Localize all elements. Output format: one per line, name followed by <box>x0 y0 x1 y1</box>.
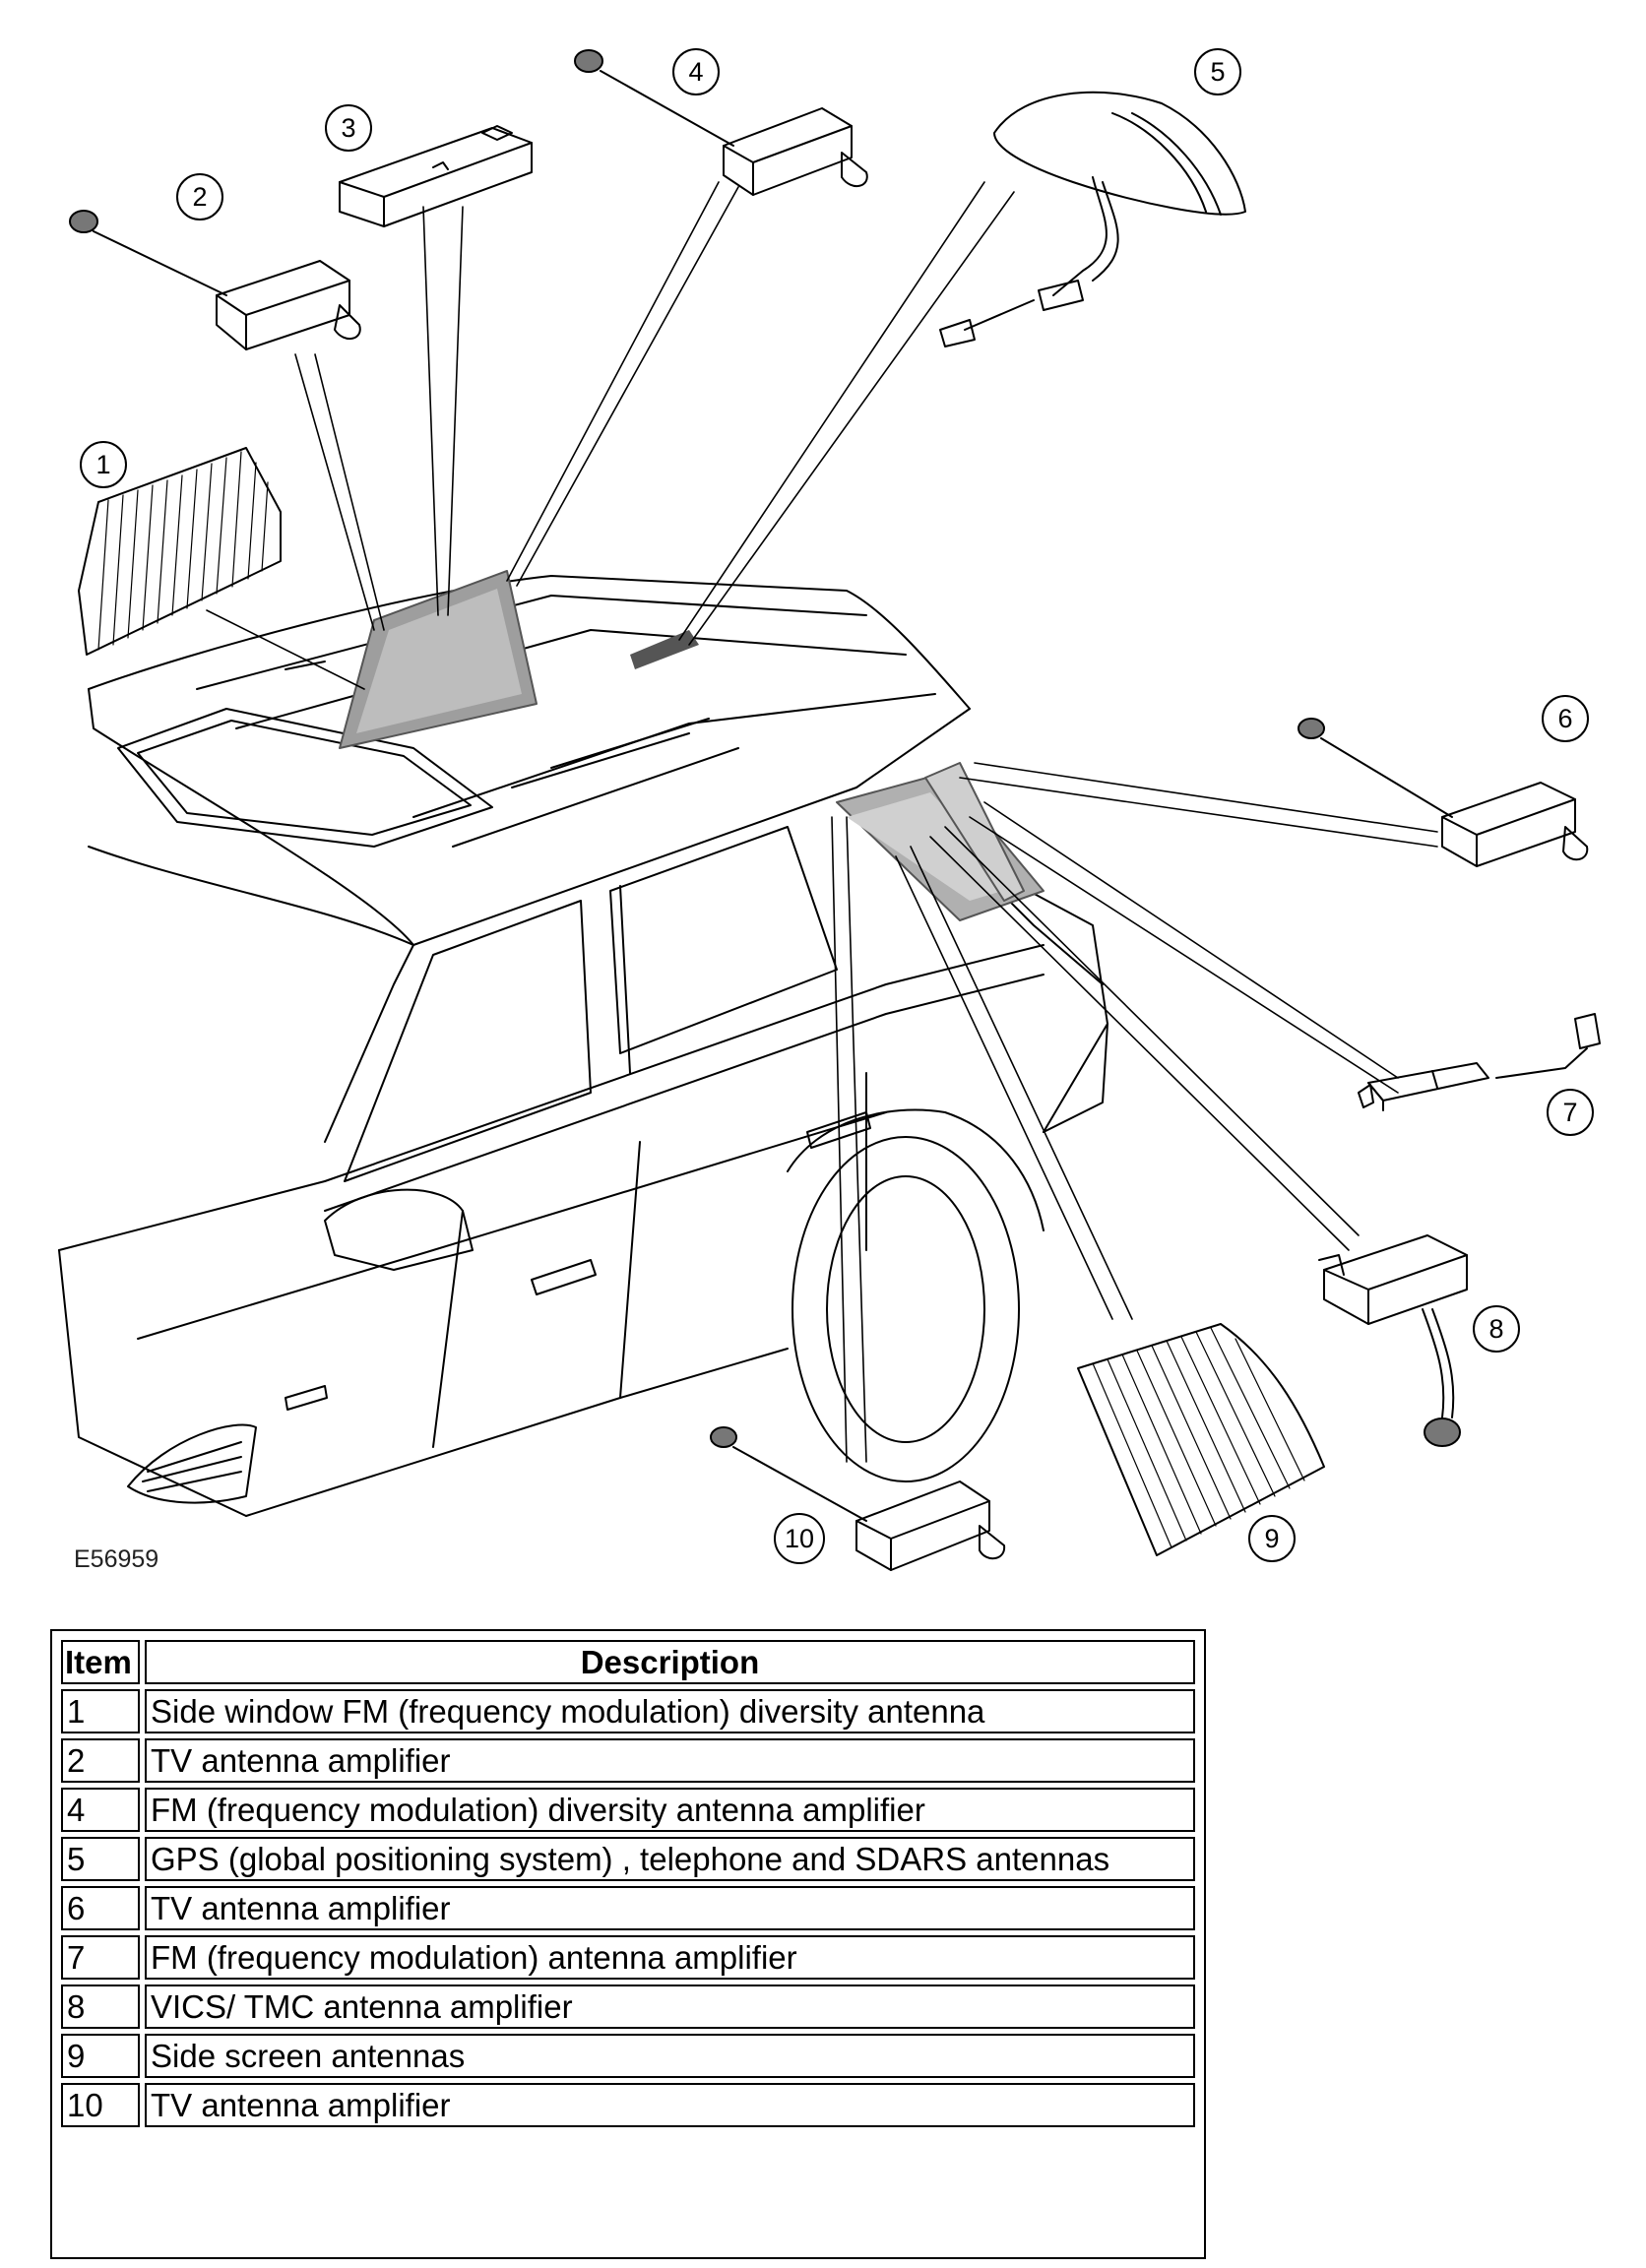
callout-7: 7 <box>1547 1089 1594 1136</box>
callout-9: 9 <box>1248 1515 1296 1562</box>
svg-text:10: 10 <box>785 1524 814 1553</box>
cell-description: Side screen antennas <box>145 2034 1195 2078</box>
svg-text:9: 9 <box>1264 1524 1279 1553</box>
shark-fin-antenna-5 <box>939 91 1246 347</box>
table-row: 6 TV antenna amplifier <box>61 1886 1195 1930</box>
leader-lines <box>206 181 1438 1463</box>
vics-tmc-amplifier-8 <box>1318 1234 1468 1447</box>
cell-description: TV antenna amplifier <box>145 2083 1195 2127</box>
fm-amplifier-7 <box>1358 1013 1601 1111</box>
cell-item: 10 <box>61 2083 140 2127</box>
svg-text:2: 2 <box>192 182 207 212</box>
cell-item: 1 <box>61 1689 140 1733</box>
cell-description: FM (frequency modulation) diversity ante… <box>145 1788 1195 1832</box>
table-row: 4 FM (frequency modulation) diversity an… <box>61 1788 1195 1832</box>
cell-item: 6 <box>61 1886 140 1930</box>
callouts: 1 2 3 4 5 6 7 8 <box>80 48 1594 1564</box>
svg-text:7: 7 <box>1562 1098 1577 1127</box>
svg-text:4: 4 <box>688 57 703 87</box>
cell-description: FM (frequency modulation) antenna amplif… <box>145 1935 1195 1980</box>
tv-amplifier-10 <box>710 1426 1006 1571</box>
table-row: 5 GPS (global positioning system) , tele… <box>61 1837 1195 1881</box>
table-row: 7 FM (frequency modulation) antenna ampl… <box>61 1935 1195 1980</box>
cell-item: 4 <box>61 1788 140 1832</box>
antenna-diagram: 1 2 3 4 5 6 7 8 <box>58 48 1601 1573</box>
cell-description: TV antenna amplifier <box>145 1738 1195 1783</box>
side-window-antenna-1 <box>78 447 282 656</box>
shaded-windows <box>339 570 1045 921</box>
callout-1: 1 <box>80 441 127 488</box>
callout-3: 3 <box>325 104 372 152</box>
cell-item: 7 <box>61 1935 140 1980</box>
header-item: Item <box>61 1640 140 1684</box>
module-3 <box>339 125 533 227</box>
callout-5: 5 <box>1194 48 1241 95</box>
callout-2: 2 <box>176 173 223 220</box>
fm-diversity-amplifier-4 <box>574 49 868 196</box>
parts-table: Item Description 1 Side window FM (frequ… <box>50 1629 1206 2259</box>
svg-text:8: 8 <box>1488 1314 1503 1344</box>
table-row: 8 VICS/ TMC antenna amplifier <box>61 1984 1195 2029</box>
svg-text:1: 1 <box>95 450 110 479</box>
table-row: 10 TV antenna amplifier <box>61 2083 1195 2127</box>
figure-code: E56959 <box>74 1545 158 1573</box>
table-row: 2 TV antenna amplifier <box>61 1738 1195 1783</box>
parts-table-grid: Item Description 1 Side window FM (frequ… <box>56 1635 1200 2132</box>
callout-6: 6 <box>1542 695 1589 742</box>
header-description: Description <box>145 1640 1195 1684</box>
callout-8: 8 <box>1473 1305 1520 1353</box>
table-row: 9 Side screen antennas <box>61 2034 1195 2078</box>
cell-item: 9 <box>61 2034 140 2078</box>
cell-description: GPS (global positioning system) , teleph… <box>145 1837 1195 1881</box>
callout-10: 10 <box>774 1513 825 1564</box>
side-screen-antenna-9 <box>1077 1323 1325 1556</box>
svg-text:6: 6 <box>1557 704 1572 733</box>
cell-item: 5 <box>61 1837 140 1881</box>
svg-text:5: 5 <box>1210 57 1225 87</box>
tv-amplifier-6 <box>1298 718 1589 867</box>
table-header-row: Item Description <box>61 1640 1195 1684</box>
cell-item: 8 <box>61 1984 140 2029</box>
table-row: 1 Side window FM (frequency modulation) … <box>61 1689 1195 1733</box>
cell-item: 2 <box>61 1738 140 1783</box>
cell-description: Side window FM (frequency modulation) di… <box>145 1689 1195 1733</box>
tv-amplifier-2 <box>69 210 361 350</box>
svg-text:3: 3 <box>341 113 355 143</box>
cell-description: VICS/ TMC antenna amplifier <box>145 1984 1195 2029</box>
cell-description: TV antenna amplifier <box>145 1886 1195 1930</box>
callout-4: 4 <box>672 48 720 95</box>
vehicle-outline <box>58 575 1108 1517</box>
